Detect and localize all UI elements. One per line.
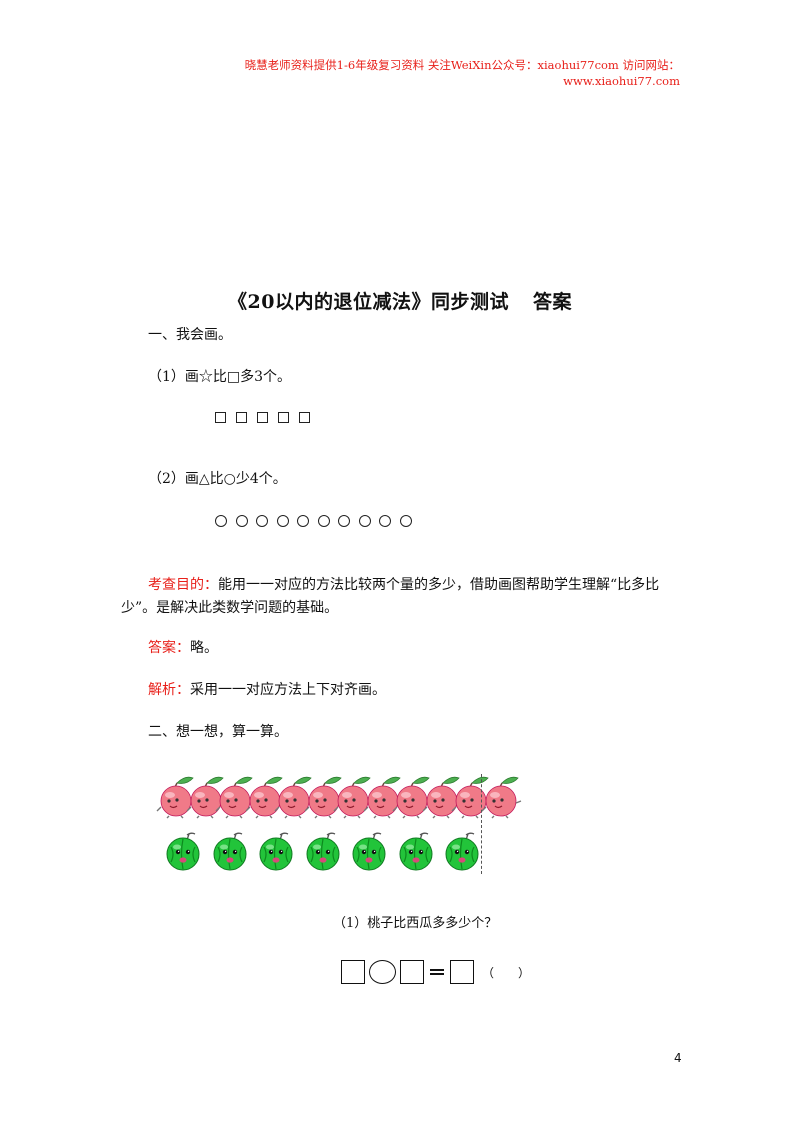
circle-shape bbox=[215, 515, 227, 527]
peach-icon bbox=[273, 773, 317, 823]
question-1-2: （2）画△比○少4个。 bbox=[148, 471, 287, 487]
watermelon-icon bbox=[442, 831, 482, 877]
answer-box-1[interactable] bbox=[341, 960, 365, 984]
explain-label: 解析： bbox=[148, 682, 190, 698]
answer-line: 答案：略。 bbox=[148, 637, 218, 659]
circle-shape bbox=[338, 515, 350, 527]
question-1-1: （1）画☆比□多3个。 bbox=[148, 369, 292, 385]
fruit-illustration bbox=[156, 773, 522, 877]
watermelon-icon bbox=[163, 831, 203, 877]
peach-icon bbox=[421, 773, 465, 823]
peach-icon bbox=[185, 773, 229, 823]
square-row bbox=[215, 412, 310, 423]
square-shape bbox=[215, 412, 226, 423]
watermelon-icon bbox=[303, 831, 343, 877]
answer-box-2[interactable] bbox=[400, 960, 424, 984]
explain-text: 采用一一对应方法上下对齐画。 bbox=[190, 682, 386, 698]
circle-shape bbox=[379, 515, 391, 527]
circle-shape bbox=[276, 515, 289, 527]
equals-sign bbox=[430, 969, 444, 975]
purpose-text-1: 能用一一对应的方法比较两个量的多少，借助画图帮助学生理解“比多比 bbox=[218, 577, 660, 593]
circle-shape bbox=[399, 515, 412, 527]
section-2-heading: 二、想一想，算一算。 bbox=[148, 724, 288, 740]
peach-icon bbox=[480, 773, 524, 823]
watermelon-icon bbox=[349, 831, 389, 877]
equation-template: （ ） bbox=[341, 958, 530, 986]
square-shape bbox=[257, 412, 268, 423]
header-line-2: www.xiaohui77.com bbox=[563, 74, 680, 88]
circle-shape bbox=[317, 515, 330, 527]
peach-icon bbox=[214, 773, 258, 823]
answer-label: 答案： bbox=[148, 640, 190, 656]
square-shape bbox=[278, 412, 289, 423]
circle-shape bbox=[358, 515, 371, 527]
purpose-label: 考查目的： bbox=[148, 577, 218, 593]
question-2-1: （1）桃子比西瓜多多少个？ bbox=[333, 916, 498, 931]
result-box[interactable] bbox=[450, 960, 474, 984]
explain-line: 解析：采用一一对应方法上下对齐画。 bbox=[148, 679, 386, 701]
unit-parentheses: （ ） bbox=[482, 965, 531, 980]
circle-shape bbox=[235, 515, 248, 527]
page-header: 晓慧老师资料提供1-6年级复习资料 关注WeiXin公众号：xiaohui77c… bbox=[245, 57, 680, 89]
peach-icon bbox=[391, 773, 435, 823]
title-main: 《20以内的退位减法》同步测试 bbox=[228, 291, 509, 313]
header-line-1: 晓慧老师资料提供1-6年级复习资料 关注WeiXin公众号：xiaohui77c… bbox=[244, 58, 680, 72]
purpose-line-2: 少”。是解决此类数学问题的基础。 bbox=[121, 600, 339, 616]
watermelon-icon bbox=[210, 831, 250, 877]
page-number: 4 bbox=[674, 1051, 682, 1065]
purpose-line-1: 考查目的：能用一一对应的方法比较两个量的多少，借助画图帮助学生理解“比多比 bbox=[148, 574, 659, 596]
section-1-heading: 一、我会画。 bbox=[148, 327, 232, 343]
operator-oval[interactable] bbox=[369, 960, 396, 984]
square-shape bbox=[236, 412, 247, 423]
watermelon-icon bbox=[256, 831, 296, 877]
circle-shape bbox=[256, 515, 268, 527]
square-shape bbox=[299, 412, 310, 423]
answer-text: 略。 bbox=[190, 640, 218, 656]
comparison-divider bbox=[481, 774, 482, 874]
title-suffix: 答案 bbox=[532, 291, 572, 313]
circle-row bbox=[215, 515, 412, 527]
circle-shape bbox=[297, 515, 309, 527]
peach-icon bbox=[362, 773, 406, 823]
page-title: 《20以内的退位减法》同步测试 答案 bbox=[0, 287, 800, 314]
watermelon-icon bbox=[396, 831, 436, 877]
